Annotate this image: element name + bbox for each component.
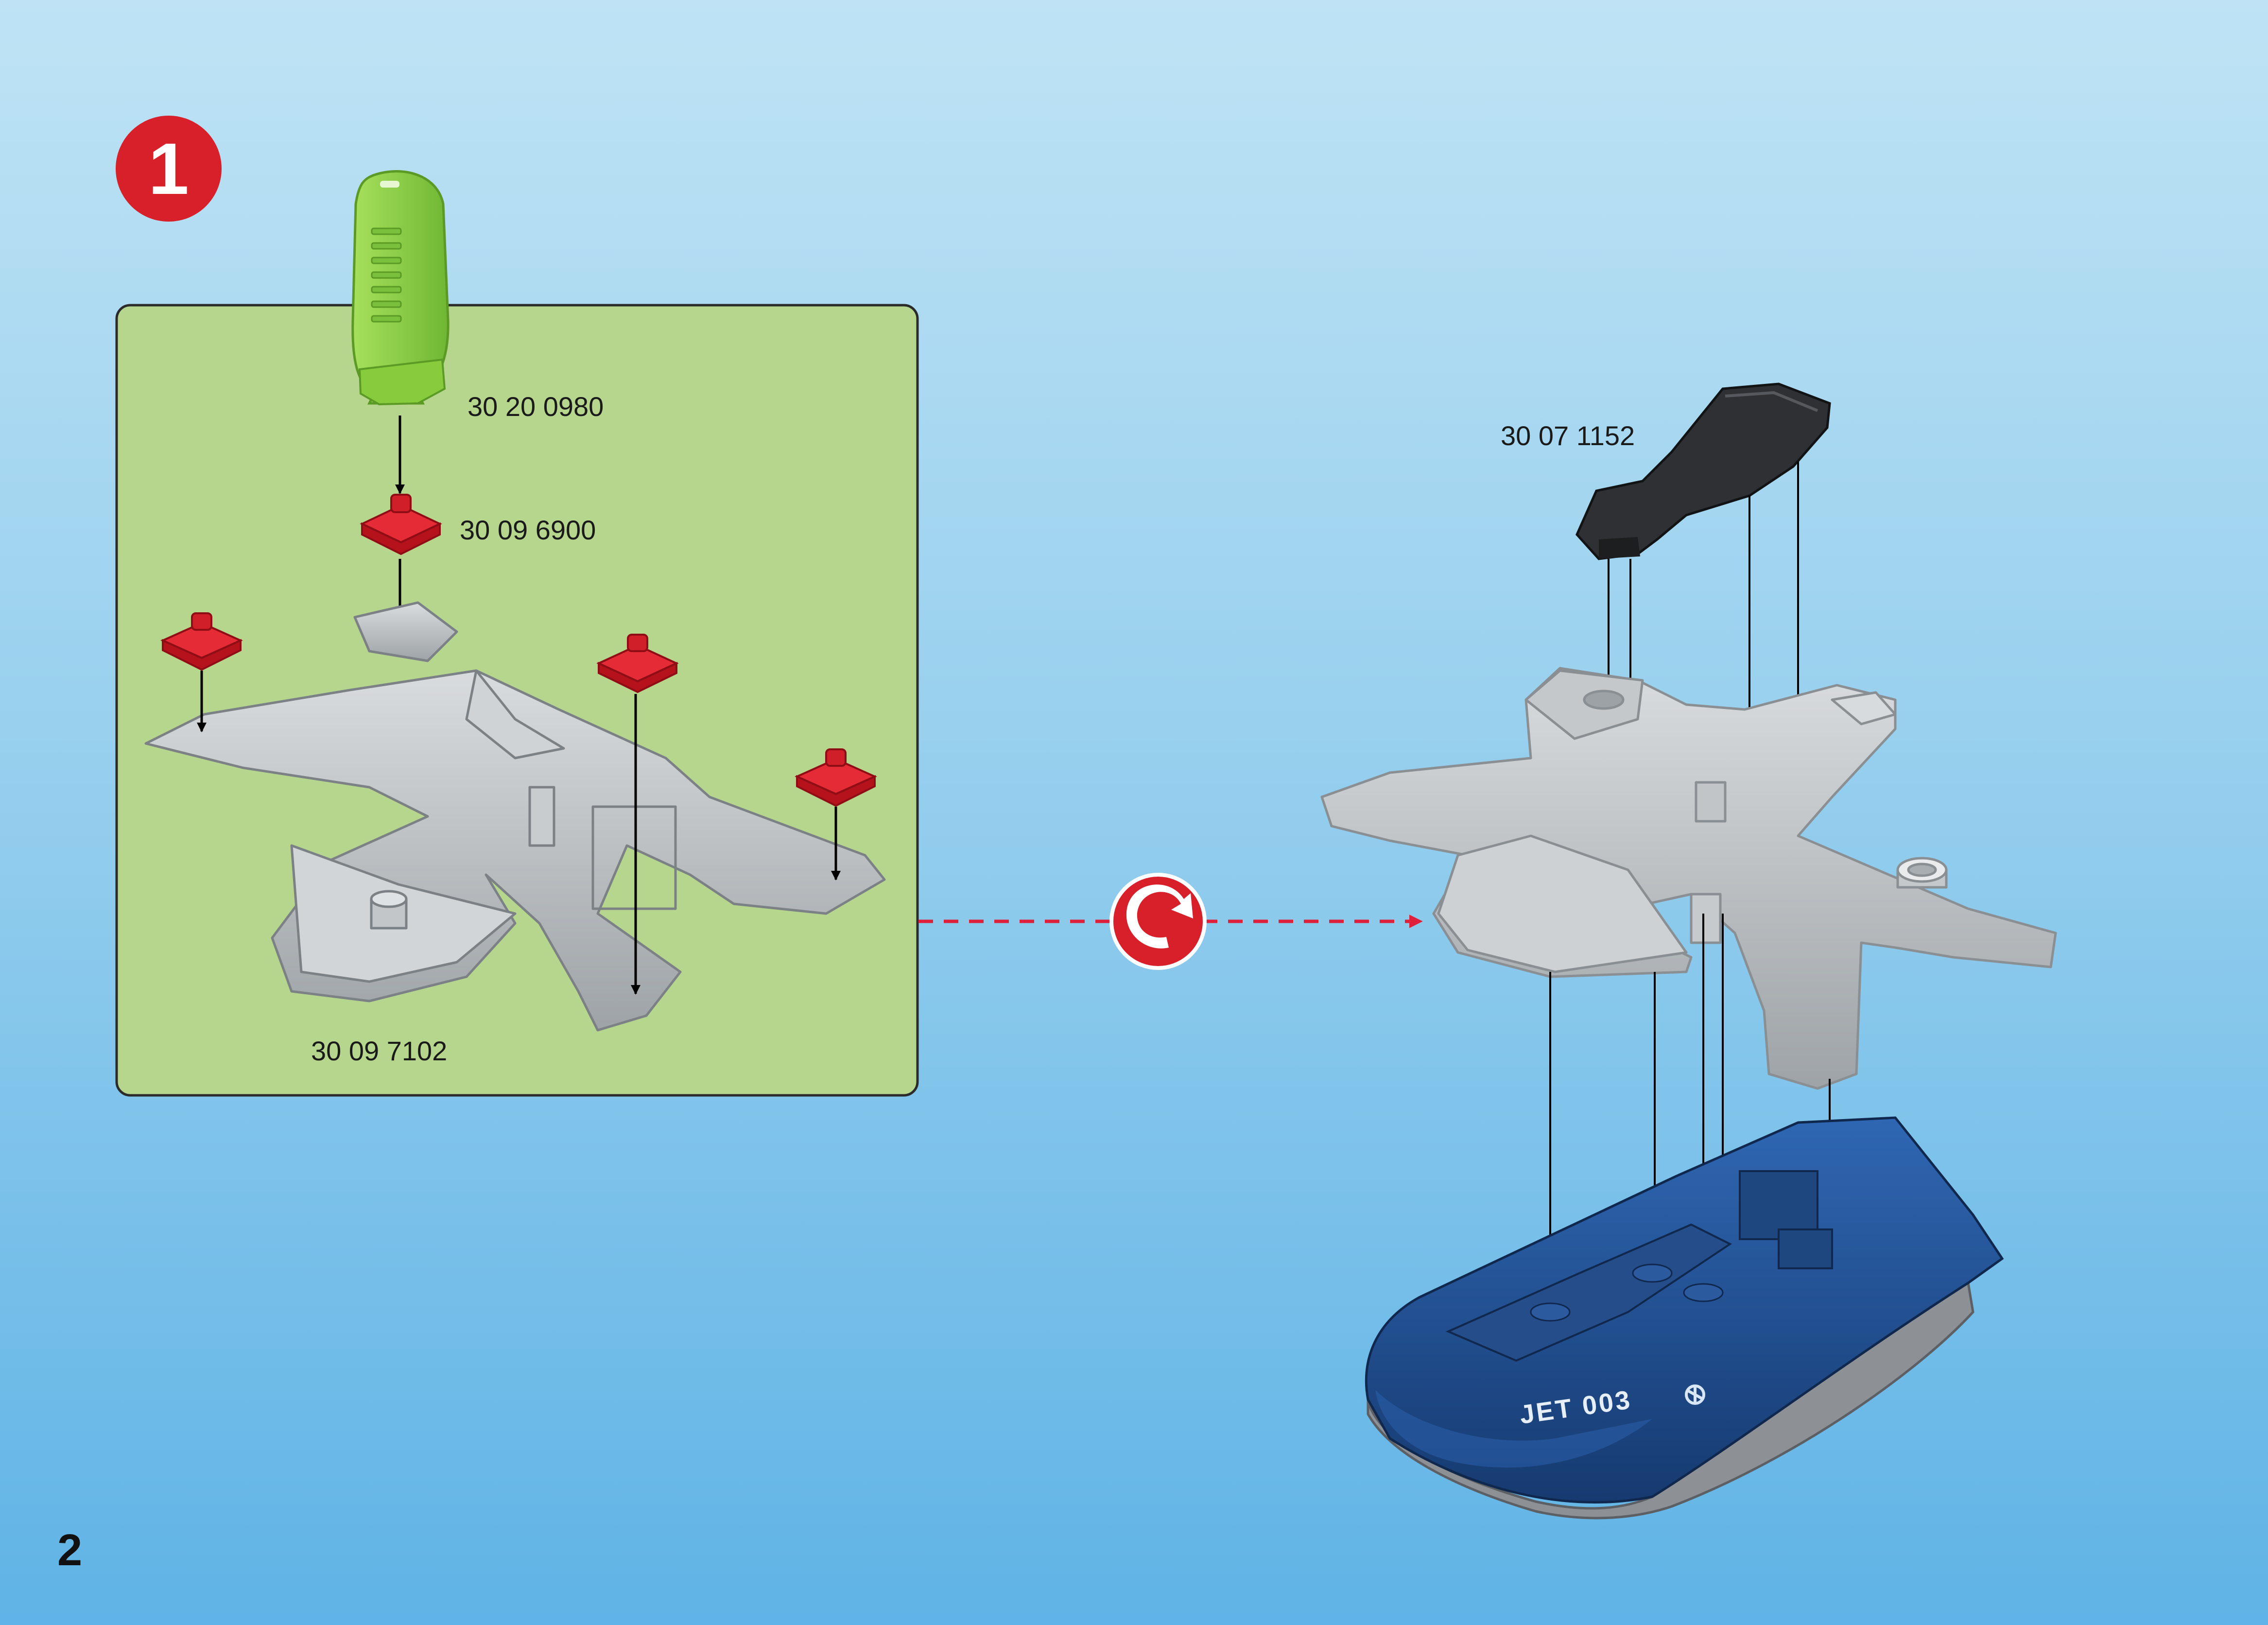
boat-hull-text: JET 003 xyxy=(1518,1385,1633,1430)
page-number: 2 xyxy=(57,1525,82,1576)
